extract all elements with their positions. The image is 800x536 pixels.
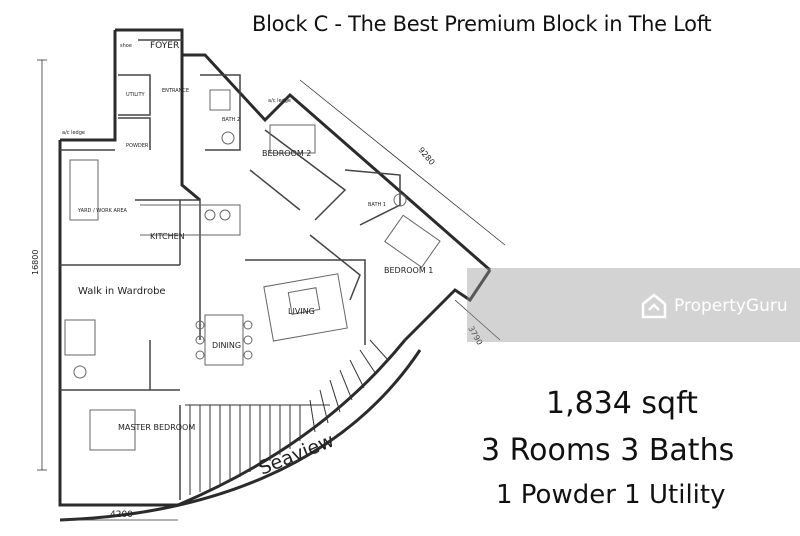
living-sofa [263, 273, 348, 342]
label-ac-ledge-1: a/c ledge [62, 130, 85, 136]
propertyguru-logo-icon [641, 293, 667, 319]
label-powder: POWDER [126, 143, 149, 149]
label-utility: UTILITY [126, 92, 146, 98]
label-foyer: FOYER [150, 41, 179, 51]
exterior-walls [58, 28, 492, 522]
stat-size: 1,834 sqft [546, 386, 698, 421]
label-living: LIVING [288, 307, 315, 316]
label-entrance: ENTRANCE [162, 88, 189, 94]
label-yard: YARD / WORK AREA [77, 208, 128, 214]
dining-table [204, 314, 244, 366]
watermark: PropertyGuru [640, 292, 788, 320]
label-seaview: Seaview [256, 430, 338, 480]
dim-bottom-width: 4200 [110, 510, 133, 520]
label-shoe: shoe [120, 43, 132, 49]
stat-rooms-baths: 3 Rooms 3 Baths [481, 433, 735, 468]
yard-sink [69, 159, 99, 221]
watermark-text: PropertyGuru [674, 296, 788, 316]
label-walk-in-wardrobe: Walk in Wardrobe [78, 286, 166, 297]
label-bedroom1: BEDROOM 1 [384, 266, 433, 275]
furniture [64, 89, 441, 451]
interior-walls [60, 39, 401, 500]
stat-extras: 1 Powder 1 Utility [496, 480, 726, 510]
dim-height: 16800 [31, 250, 40, 275]
label-bath1: BATH 1 [368, 202, 386, 208]
dim-diagonal: 9280 [416, 146, 436, 167]
label-kitchen: KITCHEN [150, 232, 185, 241]
label-bath2: BATH 2 [222, 117, 240, 123]
label-ac-ledge-2: a/c ledge [268, 98, 291, 104]
label-dining: DINING [212, 341, 241, 350]
bed-master [89, 409, 136, 451]
bed-bedroom2 [269, 124, 316, 154]
label-bedroom2: BEDROOM 2 [262, 149, 311, 158]
headline: Block C - The Best Premium Block in The … [252, 12, 712, 36]
stair-balcony [185, 339, 389, 495]
watermark-band [467, 268, 800, 342]
dimension-lines [37, 59, 506, 521]
bed-bedroom1 [384, 214, 441, 268]
label-master-bedroom: MASTER BEDROOM [118, 423, 195, 432]
